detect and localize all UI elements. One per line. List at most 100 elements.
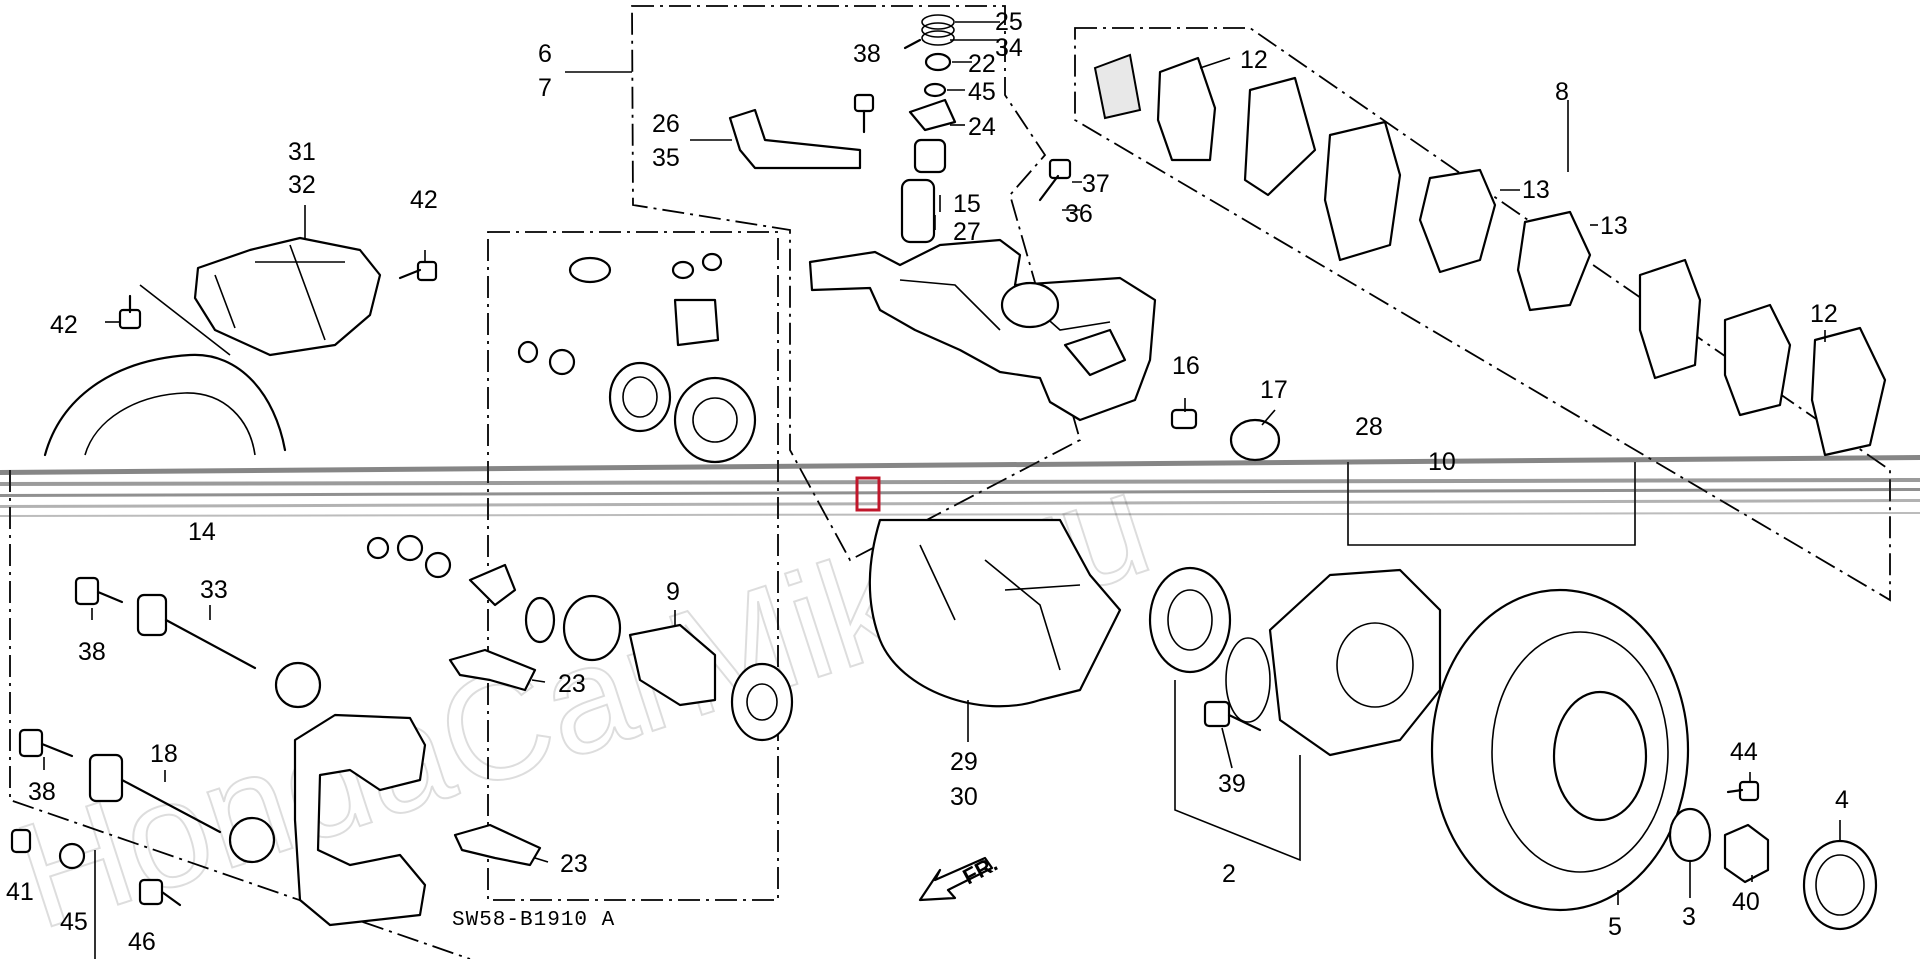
hub-box-28-bracket bbox=[1347, 462, 1636, 546]
pad-set-box bbox=[1074, 27, 1891, 602]
washer-3 bbox=[1668, 807, 1712, 863]
washer-45a bbox=[923, 82, 947, 98]
caliper-bracket bbox=[293, 713, 427, 927]
splash-guard-cover bbox=[193, 236, 382, 357]
bolt-44 bbox=[1726, 780, 1760, 802]
callout-23: 23 bbox=[558, 670, 586, 698]
callout-26: 26 bbox=[652, 110, 680, 138]
callout-22: 22 bbox=[968, 50, 996, 78]
callout-5: 5 bbox=[1608, 913, 1622, 941]
hub-2 bbox=[1225, 568, 1442, 757]
bearing bbox=[1148, 566, 1232, 674]
callout-12b: 12 bbox=[1810, 300, 1838, 328]
callout-46: 46 bbox=[128, 928, 156, 956]
pad-a bbox=[1243, 76, 1317, 197]
callout-14: 14 bbox=[188, 518, 216, 546]
pad-c bbox=[1638, 258, 1702, 380]
spring-25 bbox=[903, 14, 955, 50]
bolt-38a bbox=[853, 93, 875, 134]
callout-6: 6 bbox=[538, 40, 552, 68]
callout-45: 45 bbox=[968, 78, 996, 106]
boot-17 bbox=[1229, 418, 1281, 462]
selection-highlight[interactable] bbox=[855, 476, 881, 512]
bracket-26 bbox=[728, 108, 862, 170]
torn-band bbox=[0, 455, 1920, 517]
callout-16: 16 bbox=[1172, 352, 1200, 380]
bleeder-36 bbox=[1038, 158, 1072, 202]
seal-kit-lower bbox=[366, 534, 517, 607]
nut-40 bbox=[1723, 823, 1770, 884]
callout-42b: 42 bbox=[50, 311, 78, 339]
callout-34: 34 bbox=[995, 34, 1023, 62]
callout-3: 3 bbox=[1682, 903, 1696, 931]
caliper-body bbox=[808, 238, 1157, 422]
cap-4 bbox=[1802, 839, 1878, 931]
guide-pin-18 bbox=[88, 753, 222, 834]
callout-29: 29 bbox=[950, 748, 978, 776]
bolt-42a bbox=[398, 260, 438, 282]
front-marker: FR. bbox=[959, 851, 1002, 890]
callout-2: 2 bbox=[1222, 860, 1236, 888]
callout-45b: 45 bbox=[60, 908, 88, 936]
hub-bolt-39 bbox=[1203, 700, 1262, 732]
leader-lines bbox=[43, 21, 1841, 905]
callout-12: 12 bbox=[1240, 46, 1268, 74]
callout-23b: 23 bbox=[560, 850, 588, 878]
diagram-code: SW58-B1910 A bbox=[452, 909, 615, 932]
seal-kit-box bbox=[487, 231, 779, 901]
callout-31: 31 bbox=[288, 138, 316, 166]
callout-24: 24 bbox=[968, 113, 996, 141]
callout-13b: 13 bbox=[1600, 212, 1628, 240]
pin-16 bbox=[1170, 408, 1198, 430]
callout-37: 37 bbox=[1082, 170, 1110, 198]
boot-33 bbox=[274, 661, 322, 709]
shim-23a bbox=[448, 648, 537, 692]
pad-d bbox=[1723, 303, 1792, 417]
callout-17: 17 bbox=[1260, 376, 1288, 404]
callout-44: 44 bbox=[1730, 738, 1758, 766]
piston-9 bbox=[562, 594, 794, 742]
callout-25: 25 bbox=[995, 8, 1023, 36]
callout-40: 40 bbox=[1732, 888, 1760, 916]
callout-9: 9 bbox=[666, 578, 680, 606]
callout-15: 15 bbox=[953, 190, 981, 218]
callout-13: 13 bbox=[1522, 176, 1550, 204]
pad-b bbox=[1323, 120, 1402, 262]
shim-23b bbox=[453, 823, 542, 867]
boot-18 bbox=[228, 816, 276, 864]
lever-24 bbox=[908, 98, 957, 132]
callout-7: 7 bbox=[538, 74, 552, 102]
callout-39: 39 bbox=[1218, 770, 1246, 798]
caliper-assembly-box bbox=[631, 5, 1082, 562]
shim-12b bbox=[1810, 326, 1887, 457]
callout-36: 36 bbox=[1065, 200, 1093, 228]
washer-45b bbox=[58, 842, 86, 870]
disc-rotor-5 bbox=[1430, 588, 1690, 912]
callout-41: 41 bbox=[6, 878, 34, 906]
shim-13b bbox=[1516, 210, 1592, 312]
callout-42: 42 bbox=[410, 186, 438, 214]
callout-35: 35 bbox=[652, 144, 680, 172]
bolt-42b bbox=[118, 294, 142, 330]
callout-38b: 38 bbox=[78, 638, 106, 666]
front-arrow: FR. bbox=[918, 851, 1002, 902]
callout-27: 27 bbox=[953, 218, 981, 246]
callout-18: 18 bbox=[150, 740, 178, 768]
boot-15 bbox=[900, 138, 947, 244]
anti-squeal-12 bbox=[1093, 53, 1142, 120]
splash-guard-upper bbox=[43, 353, 287, 457]
ring-seal bbox=[524, 596, 556, 644]
washer-22 bbox=[924, 52, 952, 72]
callout-30: 30 bbox=[950, 783, 978, 811]
callouts: 6 7 38 25 34 22 45 24 26 35 15 27 37 36 … bbox=[6, 8, 1849, 956]
callout-38c: 38 bbox=[28, 778, 56, 806]
shim-12a bbox=[1156, 56, 1217, 162]
callout-33: 33 bbox=[200, 576, 228, 604]
bolt-38c bbox=[18, 728, 74, 758]
callout-38: 38 bbox=[853, 40, 881, 68]
callout-8: 8 bbox=[1555, 78, 1569, 106]
callout-4: 4 bbox=[1835, 786, 1849, 814]
bolt-41 bbox=[10, 828, 32, 854]
callout-10: 10 bbox=[1428, 448, 1456, 476]
callout-32: 32 bbox=[288, 171, 316, 199]
